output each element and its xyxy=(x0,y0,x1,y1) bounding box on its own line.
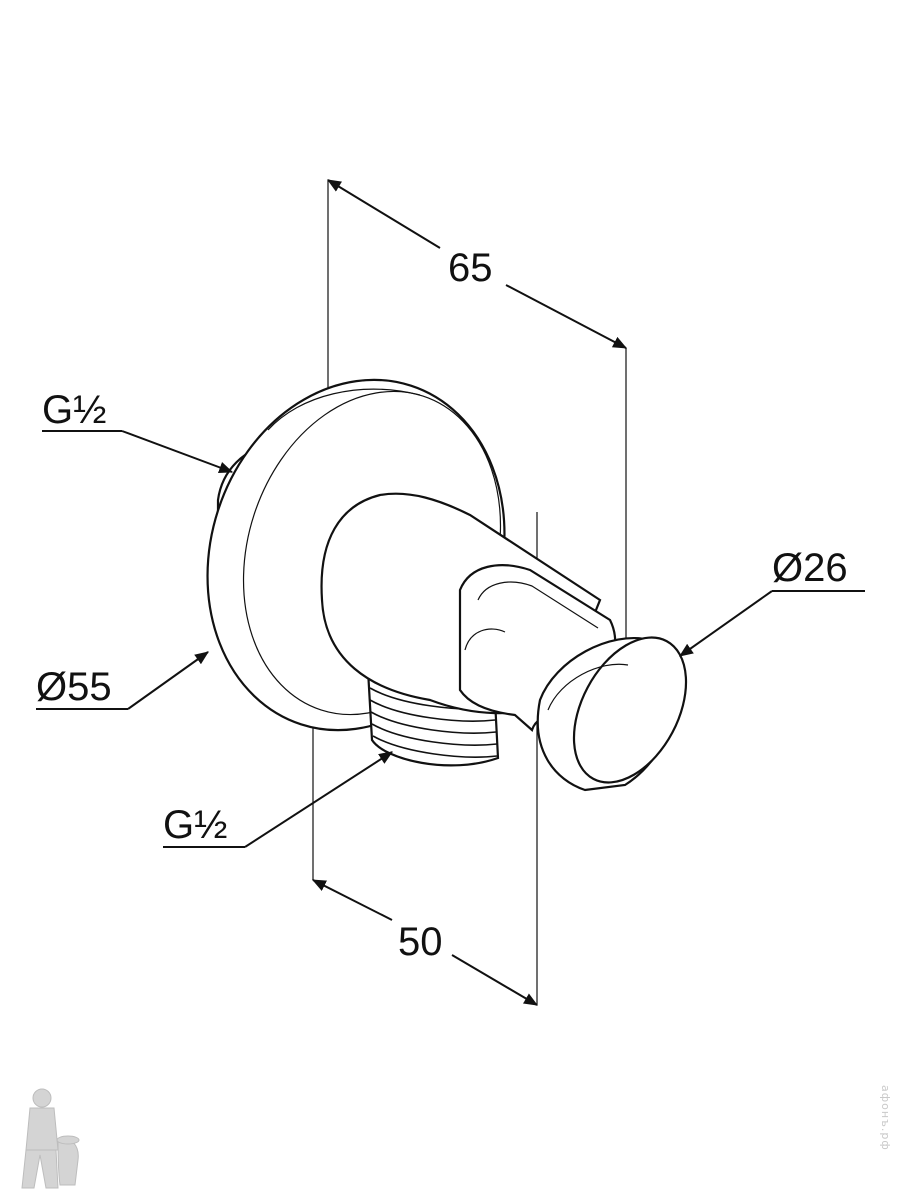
leader-holder-diameter: Ø26 xyxy=(679,546,865,657)
thread-bottom-label: G½ xyxy=(163,803,227,847)
flange-diameter-label: Ø55 xyxy=(36,665,112,709)
dimension-50: 50 xyxy=(311,879,539,1006)
dimension-65-label: 65 xyxy=(448,246,493,290)
thread-back-label: G½ xyxy=(42,388,106,432)
dimension-65: 65 xyxy=(327,179,628,349)
leader-flange-diameter: Ø55 xyxy=(36,651,209,710)
holder-diameter-label: Ø26 xyxy=(772,546,848,590)
leader-thread-bottom: G½ xyxy=(163,751,393,848)
holder-end-cap xyxy=(536,636,688,792)
plumber-logo-icon xyxy=(21,1088,80,1189)
leader-thread-back: G½ xyxy=(42,388,234,473)
watermark-text: афонъ.рф xyxy=(879,1085,892,1151)
dimension-50-label: 50 xyxy=(398,920,443,964)
